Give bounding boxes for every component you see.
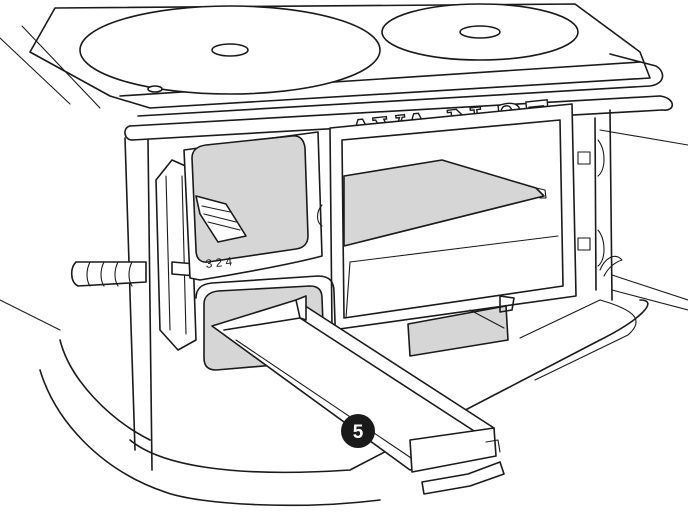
hotplate-left (79, 5, 381, 95)
callout-label: 5 (353, 422, 364, 443)
door-handle (70, 261, 147, 287)
callout-marker: 5 (341, 414, 375, 448)
stove-body (124, 109, 688, 471)
firebox-opening: 3 2 4 (183, 131, 323, 281)
lower-vent (407, 295, 515, 357)
ash-pan-drawer (211, 295, 505, 495)
stove-base (0, 299, 649, 507)
hotplate-right (381, 3, 579, 61)
serial-number: 3 2 4 (205, 254, 233, 271)
oven-shelf (343, 159, 547, 247)
callout-circle (341, 414, 375, 448)
